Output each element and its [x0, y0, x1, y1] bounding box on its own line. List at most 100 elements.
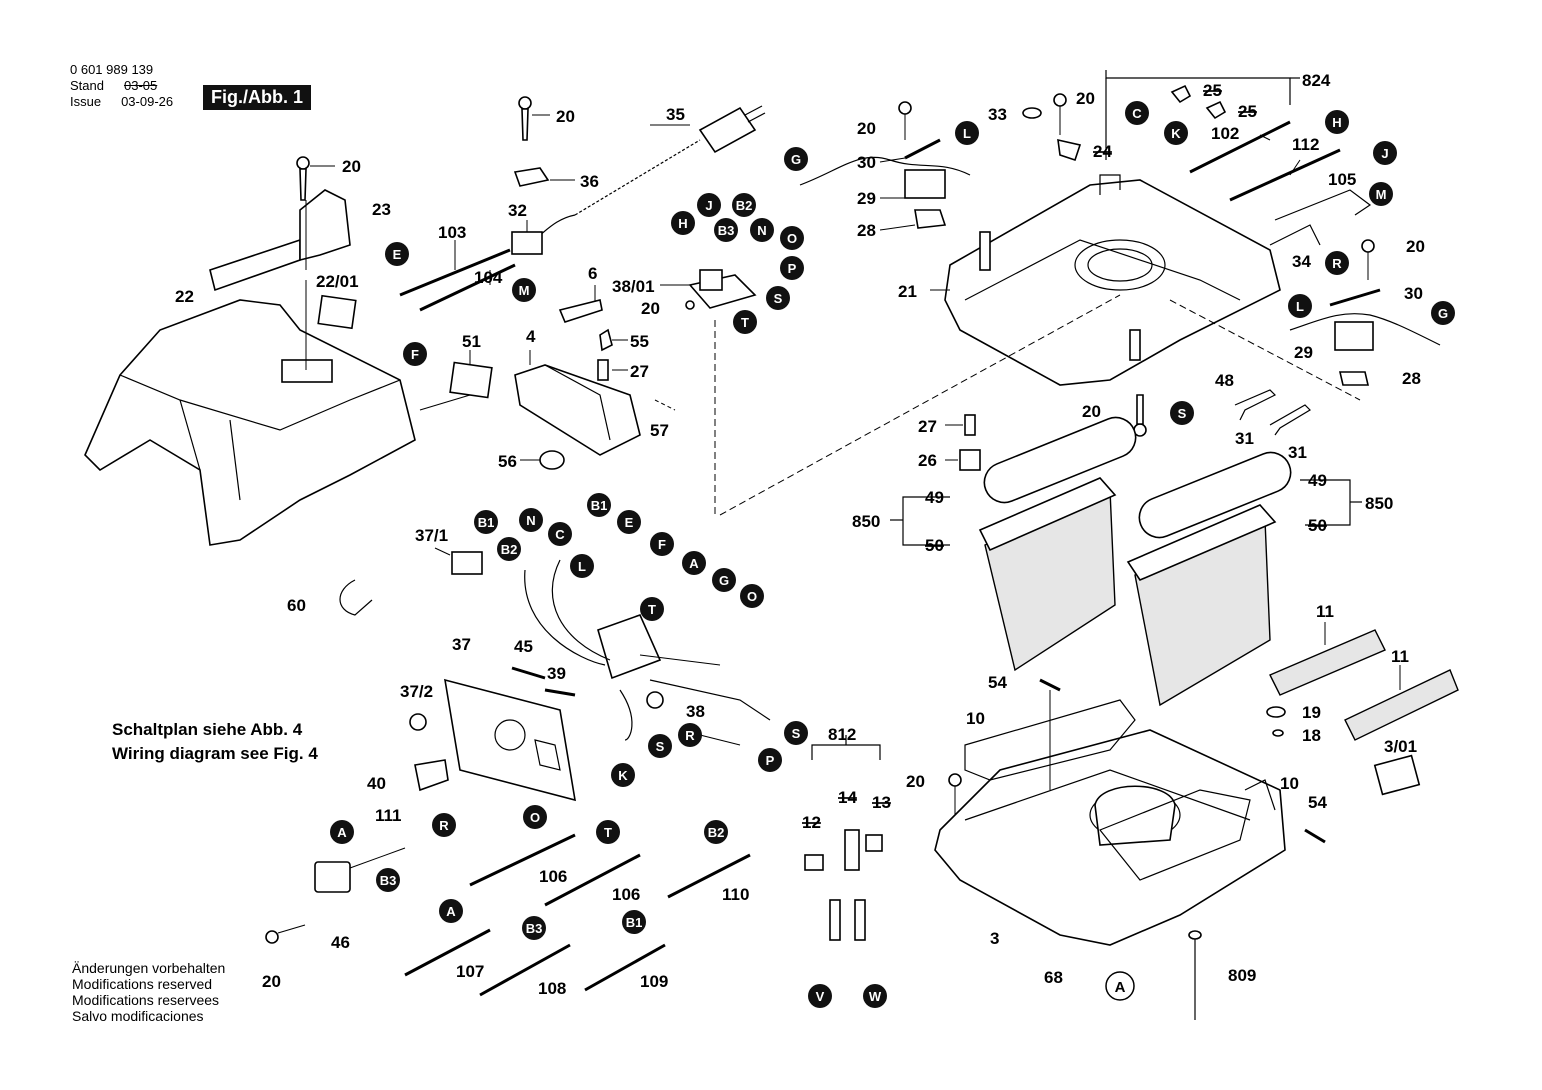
wire-part-108 — [479, 943, 571, 997]
label-11b: 11 — [1391, 647, 1409, 666]
label-372: 37/2 — [400, 682, 433, 701]
clip-part-31b — [1269, 404, 1311, 436]
label-110: 110 — [722, 885, 749, 904]
badge-J1: J — [697, 193, 721, 217]
label-14: 14 — [838, 788, 857, 807]
set-bracket-824 — [1105, 70, 1291, 105]
svg-text:F: F — [411, 347, 419, 362]
label-46: 46 — [331, 933, 350, 952]
svg-text:E: E — [393, 247, 402, 262]
svg-text:E: E — [625, 515, 634, 530]
label-107: 107 — [456, 962, 484, 981]
svg-text:M: M — [1376, 187, 1387, 202]
issue-row: Issue 03-09-26 — [70, 94, 173, 110]
label-27a: 27 — [630, 362, 649, 381]
badge-H2: H — [1325, 110, 1349, 134]
label-51: 51 — [462, 332, 481, 351]
label-31a: 31 — [1235, 429, 1254, 448]
label-36: 36 — [580, 172, 599, 191]
label-57: 57 — [650, 421, 669, 440]
svg-text:B3: B3 — [380, 873, 397, 888]
badge-B1-3: B1 — [622, 910, 646, 934]
label-20h: 20 — [906, 772, 925, 791]
label-10a: 10 — [966, 709, 985, 728]
base-part-3 — [934, 729, 1286, 946]
badge-A4-outline: A — [1105, 971, 1135, 1001]
label-4: 4 — [526, 327, 536, 346]
svg-text:G: G — [719, 573, 729, 588]
svg-text:T: T — [648, 602, 656, 617]
sticker-part-301 — [1373, 754, 1421, 796]
label-22: 22 — [175, 287, 194, 306]
badge-J2: J — [1373, 141, 1397, 165]
screw-20-g — [1133, 394, 1147, 437]
badge-S2: S — [1170, 401, 1194, 425]
label-20b: 20 — [556, 107, 575, 126]
knob-part-56 — [539, 450, 565, 470]
svg-text:A: A — [1115, 979, 1126, 996]
label-37: 37 — [452, 635, 471, 654]
label-49a: 49 — [925, 488, 944, 507]
callout-labels: 20 23 22 22/01 20 36 35 32 103 104 6 51 … — [175, 71, 1425, 998]
terminal-part-32 — [511, 231, 543, 255]
svg-text:P: P — [788, 261, 797, 276]
pcb-part-38 — [524, 559, 771, 741]
badge-L2: L — [1288, 294, 1312, 318]
label-32: 32 — [508, 201, 527, 220]
screw-20-i — [265, 930, 279, 944]
filter-cartridge-part-50a — [978, 477, 1117, 672]
svg-text:W: W — [869, 989, 882, 1004]
filter-cartridge-part-50b — [1126, 504, 1277, 707]
badge-O2: O — [740, 584, 764, 608]
label-21: 21 — [898, 282, 917, 301]
svg-text:J: J — [1381, 146, 1388, 161]
badge-N2: N — [519, 508, 543, 532]
cap-part-13 — [865, 834, 883, 852]
disclaimer-fr: Modifications reservees — [72, 992, 220, 1008]
stand-value: 03-05 — [123, 78, 158, 93]
svg-text:S: S — [1178, 406, 1187, 421]
label-106a: 106 — [539, 867, 567, 886]
svg-text:S: S — [774, 291, 783, 306]
knob-part-40 — [414, 759, 449, 792]
svg-text:B1: B1 — [591, 498, 608, 513]
screw-20-c — [685, 300, 695, 310]
wire-part-103 — [399, 240, 511, 297]
label-6: 6 — [588, 264, 597, 283]
svg-text:H: H — [1332, 115, 1341, 130]
label-35: 35 — [666, 105, 685, 124]
badge-G1: G — [784, 147, 808, 171]
label-29a: 29 — [857, 189, 876, 208]
label-12: 12 — [802, 813, 821, 832]
label-850a: 850 — [852, 512, 880, 531]
foam-strip-part-11b — [1344, 669, 1459, 741]
svg-text:C: C — [1132, 106, 1142, 121]
badge-S1: S — [766, 286, 790, 310]
label-3: 3 — [990, 929, 999, 948]
svg-text:P: P — [766, 753, 775, 768]
svg-text:A: A — [446, 904, 456, 919]
label-56: 56 — [498, 452, 517, 471]
label-28b: 28 — [1402, 369, 1421, 388]
label-104: 104 — [474, 268, 503, 287]
cap-part-12 — [804, 854, 824, 871]
wire-part-106b — [544, 853, 641, 907]
label-part-2201 — [317, 294, 357, 330]
label-20d: 20 — [857, 119, 876, 138]
motor-housing-part-21 — [944, 174, 1281, 386]
screw-20-b — [518, 96, 550, 141]
svg-text:R: R — [1332, 256, 1342, 271]
label-30b: 30 — [1404, 284, 1423, 303]
stand-row: Stand 03-05 — [70, 78, 173, 94]
badge-B3-2: B3 — [376, 868, 400, 892]
label-109: 109 — [640, 972, 668, 991]
badge-R1: R — [1325, 251, 1349, 275]
badge-A1: A — [682, 551, 706, 575]
label-24: 24 — [1093, 142, 1112, 161]
badge-T3: T — [596, 820, 620, 844]
svg-text:A: A — [337, 825, 347, 840]
label-371: 37/1 — [415, 526, 448, 545]
badge-H1: H — [671, 211, 695, 235]
wiring-notes: Schaltplan siehe Abb. 4 Wiring diagram s… — [112, 718, 318, 766]
figure-badge: Fig./Abb. 1 — [203, 85, 311, 110]
